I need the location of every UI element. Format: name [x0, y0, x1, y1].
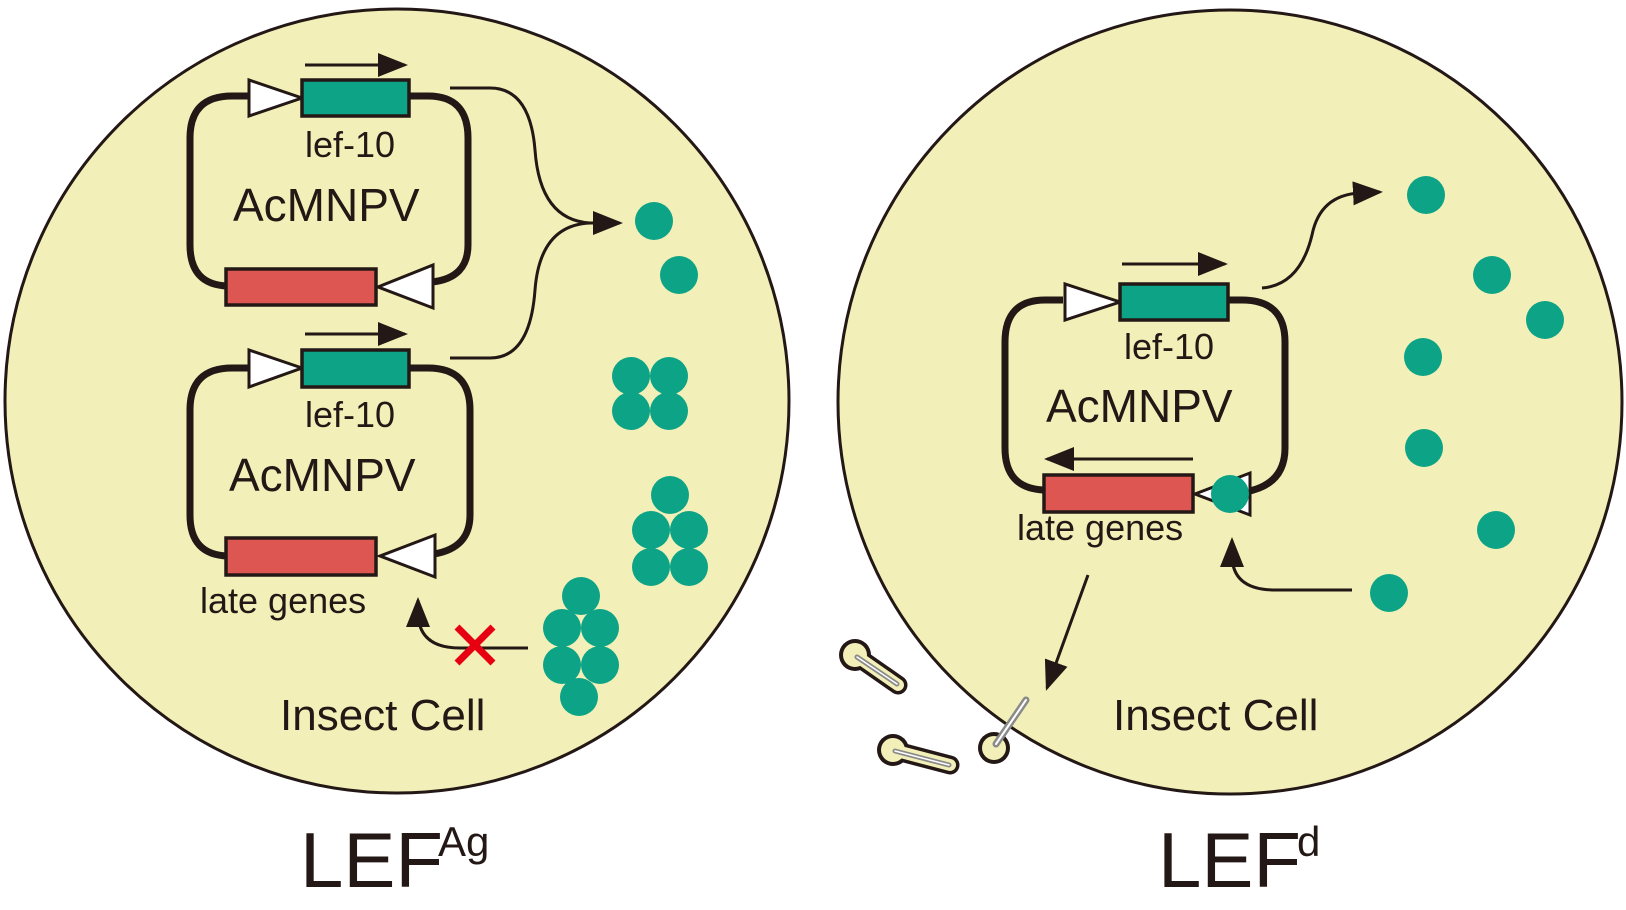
lef-protein-dot — [1473, 256, 1511, 294]
plasmid-backbone-left-arc — [1001, 296, 1063, 494]
promoter-icon — [1063, 281, 1125, 323]
lef-protein-dot — [635, 202, 673, 240]
activation-arrow — [1220, 537, 1352, 592]
lef-protein-dot — [1477, 511, 1515, 549]
late-gene-box — [224, 536, 378, 577]
panel-title-right: LEF d — [1158, 816, 1320, 904]
late-genes-label: late genes — [200, 580, 366, 621]
lef-protein-dot — [560, 678, 598, 716]
plasmid-backbone-left-arc — [186, 364, 250, 560]
late-promoter-icon — [375, 532, 437, 580]
lef10-gene-box — [300, 348, 411, 389]
late-promoter-icon — [373, 262, 435, 311]
lef-protein-dot — [670, 548, 708, 586]
late-gene-box — [224, 267, 378, 307]
lef-protein-dot — [562, 577, 600, 615]
lef-protein-dot — [581, 609, 619, 647]
plasmid-right: lef-10 AcMNPV late genes — [1001, 252, 1289, 548]
virion-icon — [877, 734, 960, 775]
lef-protein-dot — [632, 548, 670, 586]
lef-protein-dot — [660, 256, 698, 294]
lef-protein-group — [1370, 176, 1564, 612]
lef10-gene-box — [300, 78, 411, 118]
lef-protein-group — [543, 202, 708, 716]
lef-protein-dot — [543, 609, 581, 647]
expression-curve-top — [450, 86, 591, 225]
lef-protein-dot — [612, 392, 650, 430]
expression-arrow — [1261, 181, 1383, 290]
lef-protein-dot — [650, 392, 688, 430]
lef-protein-dot — [612, 357, 650, 395]
lef-protein-dot — [1526, 301, 1564, 339]
lef-protein-dot — [651, 476, 689, 514]
title-base: LEF — [1158, 816, 1301, 904]
lef-protein-dot — [543, 646, 581, 684]
promoter-icon — [247, 347, 307, 390]
block-x-icon — [454, 624, 496, 666]
plasmid-backbone-right-arc — [410, 364, 474, 558]
lef-protein-dot — [670, 511, 708, 549]
lef-protein-dot — [1407, 176, 1445, 214]
late-genes-label: late genes — [1017, 507, 1183, 548]
title-superscript: d — [1297, 818, 1320, 865]
acmnpv-label: AcMNPV — [229, 449, 416, 501]
lef-protein-dot — [1370, 574, 1408, 612]
promoter-icon — [247, 77, 307, 119]
title-base: LEF — [300, 816, 443, 904]
blocked-activation-arrow — [406, 597, 528, 650]
lef-protein-dot — [581, 646, 619, 684]
panel-lef-d: lef-10 AcMNPV late genes Insect Cell — [836, 8, 1624, 796]
plasmid-backbone-left-arc — [186, 92, 250, 290]
plasmid-backbone-right-arc — [1227, 296, 1289, 496]
panel-lef-ag: lef-10 AcMNPV lef-10 AcMNPV late genes — [3, 7, 791, 795]
late-gene-box — [1042, 473, 1195, 514]
virion-icon — [839, 639, 908, 695]
acmnpv-label: AcMNPV — [1046, 380, 1233, 432]
acmnpv-label: AcMNPV — [233, 179, 420, 231]
panel-title-left: LEF Ag — [300, 816, 489, 904]
plasmid-bottom-left: lef-10 AcMNPV late genes — [186, 322, 474, 621]
lef-protein-dot — [632, 511, 670, 549]
insect-cell-label: Insect Cell — [1113, 691, 1318, 740]
lef-protein-bound-dot — [1211, 475, 1249, 513]
insect-cell-label: Insect Cell — [280, 691, 485, 740]
virion-release-arrow — [1044, 574, 1090, 691]
lef10-label: lef-10 — [1124, 326, 1214, 367]
plasmid-top-left: lef-10 AcMNPV — [186, 53, 472, 311]
budding-virions — [839, 639, 1030, 775]
expression-curve-bottom — [450, 221, 591, 360]
virion-icon — [978, 696, 1030, 764]
lef-protein-dot — [1404, 338, 1442, 376]
plasmid-backbone-right-arc — [410, 92, 472, 286]
lef10-gene-box — [1118, 282, 1230, 322]
title-superscript: Ag — [438, 818, 489, 865]
lef-protein-dot — [650, 357, 688, 395]
lef10-label: lef-10 — [305, 394, 395, 435]
lef-protein-dot — [1405, 429, 1443, 467]
lef10-label: lef-10 — [305, 124, 395, 165]
